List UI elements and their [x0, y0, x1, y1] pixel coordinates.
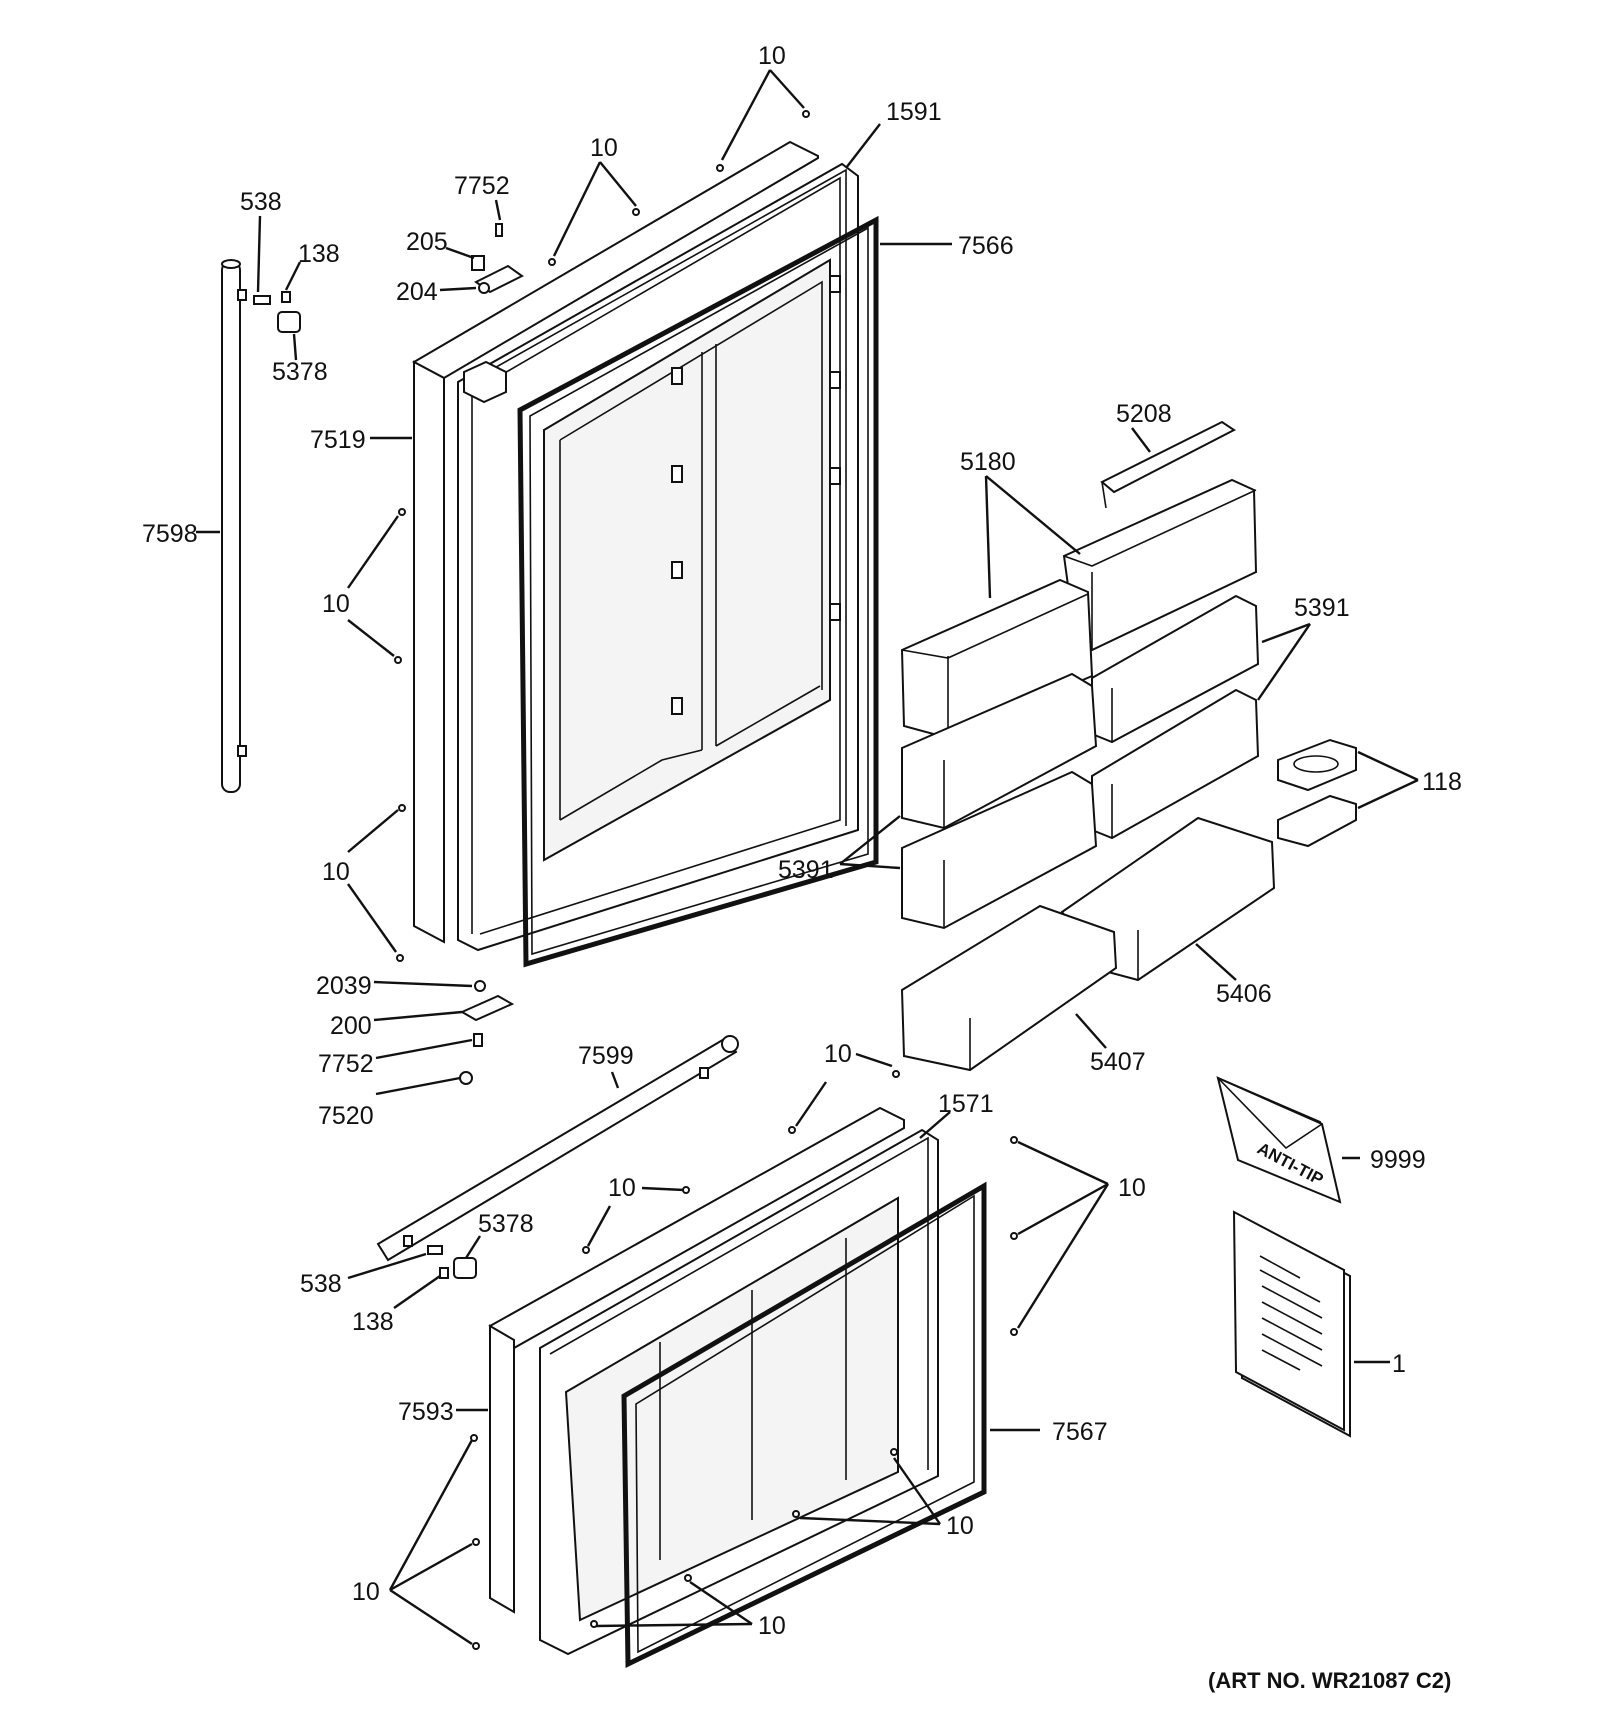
- upper-door-gasket: [517, 215, 879, 968]
- callout-10-mid: 10: [824, 1040, 852, 1068]
- callout-118: 118: [1422, 768, 1462, 796]
- callout-9999: 9999: [1370, 1146, 1426, 1174]
- callout-7593: 7593: [398, 1398, 454, 1426]
- lower-tube-7599: [376, 1035, 739, 1262]
- callout-5391-right: 5391: [1294, 594, 1350, 622]
- lower-door-outer-panel: [488, 1106, 905, 1614]
- callout-205: 205: [406, 228, 448, 256]
- callout-5407: 5407: [1090, 1048, 1146, 1076]
- callout-1591: 1591: [886, 98, 942, 126]
- upper-door-liner: [457, 162, 859, 952]
- callout-7599: 7599: [578, 1042, 634, 1070]
- screw-group-lower: [470, 1070, 1018, 1650]
- lower-door-gasket: [621, 1181, 987, 1668]
- callout-1: 1: [1392, 1350, 1406, 1378]
- door-bin-5391-d: [901, 770, 1098, 930]
- callout-10-bottom-left: 10: [352, 1578, 380, 1606]
- lower-pin-assembly: [427, 1245, 477, 1279]
- callout-10-bottom-mid: 10: [758, 1612, 786, 1640]
- callout-10-top2: 10: [590, 134, 618, 162]
- callout-10-gasket: 10: [946, 1512, 974, 1540]
- callout-1571: 1571: [938, 1090, 994, 1118]
- dairy-bin-5180-left: [900, 578, 1094, 740]
- callout-7752-bottom: 7752: [318, 1050, 374, 1078]
- callout-10-lower: 10: [608, 1174, 636, 1202]
- callout-10-top: 10: [758, 42, 786, 70]
- upper-door-outer-panel: [411, 140, 819, 944]
- upper-hinge-assembly: [471, 223, 524, 294]
- screw-group-top: [548, 110, 810, 266]
- callout-5406: 5406: [1216, 980, 1272, 1008]
- art-number: (ART NO. WR21087 C2): [1208, 1668, 1451, 1693]
- callout-5208: 5208: [1116, 400, 1172, 428]
- callout-200: 200: [330, 1012, 372, 1040]
- door-bin-5407: [900, 904, 1118, 1072]
- leader-lines: [196, 69, 1419, 1646]
- callout-538-bottom: 538: [300, 1270, 342, 1298]
- bin-cover-5208: [1100, 420, 1236, 509]
- callout-10-right: 10: [1118, 1174, 1146, 1202]
- lower-door-liner: [539, 1128, 939, 1656]
- vertical-tube: [221, 259, 247, 793]
- anti-tip-card: ANTI-TIP: [1216, 1076, 1342, 1204]
- door-bin-5391-c: [901, 672, 1098, 830]
- egg-trays-118: [1277, 738, 1357, 848]
- callout-10-left2: 10: [322, 858, 350, 886]
- callout-5378-top: 5378: [272, 358, 328, 386]
- callout-5378-bottom: 5378: [478, 1210, 534, 1238]
- callout-138-bottom: 138: [352, 1308, 394, 1336]
- callout-7598: 7598: [142, 520, 198, 548]
- callout-7567: 7567: [1052, 1418, 1108, 1446]
- upper-pin-assembly: [253, 291, 301, 333]
- callout-7519: 7519: [310, 426, 366, 454]
- callout-10-left1: 10: [322, 590, 350, 618]
- callout-204: 204: [396, 278, 438, 306]
- callout-7566: 7566: [958, 232, 1014, 260]
- lower-hinge-assembly: [459, 980, 515, 1085]
- callout-2039: 2039: [316, 972, 372, 1000]
- screw-group-left: [394, 508, 406, 962]
- callout-538-top: 538: [240, 188, 282, 216]
- callout-5180: 5180: [960, 448, 1016, 476]
- owner-manual: [1232, 1210, 1351, 1438]
- dairy-bin-5180-right: [1062, 478, 1258, 652]
- callout-5391-left: 5391: [778, 856, 834, 884]
- callout-7752-top: 7752: [454, 172, 510, 200]
- callout-7520: 7520: [318, 1102, 374, 1130]
- callout-138-top: 138: [298, 240, 340, 268]
- callout-labels: 10 1591 10 7752 538 138 205 7566 204 537…: [142, 42, 1462, 1693]
